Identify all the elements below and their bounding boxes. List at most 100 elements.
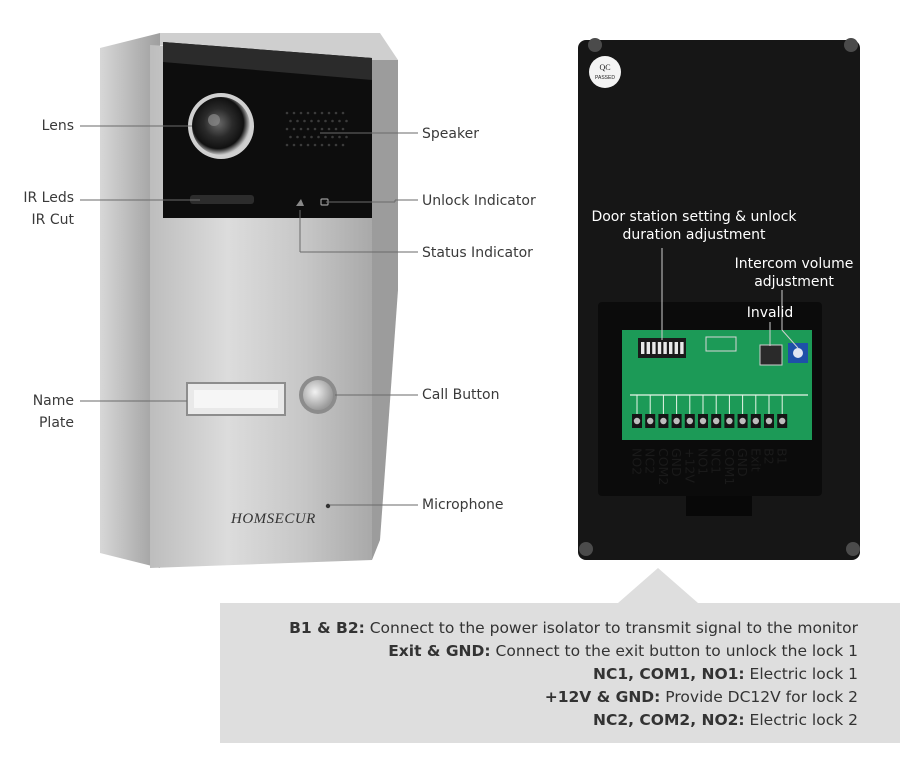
- dip-switch: [638, 338, 686, 358]
- label-volume-line2: adjustment: [754, 274, 834, 290]
- speaker-hole: [310, 119, 313, 123]
- wiring-term: B1 & B2:: [289, 619, 365, 637]
- corner-tab: [846, 542, 860, 556]
- terminal-screw[interactable]: [726, 417, 733, 425]
- terminal-screw[interactable]: [779, 417, 786, 425]
- speaker-hole: [285, 127, 289, 131]
- brand-logo: HOMSECUR: [230, 511, 316, 527]
- terminal-screw[interactable]: [699, 417, 707, 425]
- speaker-hole: [331, 119, 334, 123]
- speaker-hole: [292, 127, 296, 131]
- dip-key[interactable]: [646, 342, 650, 354]
- terminal-label: Exit: [748, 448, 763, 472]
- speaker-hole: [303, 119, 306, 123]
- wiring-description: Provide DC12V for lock 2: [660, 688, 858, 706]
- speaker-hole: [310, 135, 313, 139]
- speaker-hole: [338, 119, 341, 123]
- station-side-panel: [100, 33, 160, 568]
- microphone-hole: [325, 503, 331, 509]
- label-lens: Lens: [41, 118, 74, 134]
- wiring-term: +12V & GND:: [544, 688, 661, 706]
- label-name: Name: [32, 393, 74, 409]
- invalid-jumper: [759, 344, 783, 366]
- terminal-screw[interactable]: [752, 417, 759, 425]
- wiring-row: Exit & GND: Connect to the exit button t…: [289, 640, 858, 663]
- camera-glass-panel: [163, 42, 372, 218]
- wiring-list: B1 & B2: Connect to the power isolator t…: [289, 617, 858, 732]
- speaker-hole: [289, 135, 292, 139]
- wiring-row: NC2, COM2, NO2: Electric lock 2: [289, 709, 858, 732]
- wiring-term: Exit & GND:: [388, 642, 491, 660]
- speaker-hole: [285, 143, 289, 147]
- terminal-screw[interactable]: [765, 417, 773, 425]
- speaker-hole: [334, 111, 338, 115]
- speaker-hole: [324, 135, 327, 139]
- terminal-screw[interactable]: [739, 417, 746, 425]
- terminal-screw[interactable]: [647, 417, 654, 425]
- glass-reflection: [163, 42, 372, 80]
- label-speaker: Speaker: [422, 126, 479, 142]
- terminal-label: B2: [762, 448, 777, 465]
- name-plate-insert: [194, 390, 278, 408]
- speaker-hole: [345, 135, 348, 139]
- volume-knob-screw: [793, 348, 803, 358]
- corner-tab: [844, 38, 858, 52]
- call-button[interactable]: [303, 380, 333, 410]
- terminal-label: GND: [669, 448, 684, 477]
- speaker-hole: [341, 127, 345, 131]
- speaker-hole: [306, 143, 310, 147]
- speaker-hole: [334, 143, 338, 147]
- qc-sticker-subtext: PASSED: [595, 75, 615, 81]
- qc-sticker: [589, 56, 621, 88]
- camera-lens: [192, 97, 250, 155]
- dip-key[interactable]: [674, 342, 678, 354]
- speaker-hole: [341, 111, 345, 115]
- back-leader-lines: [661, 248, 799, 349]
- terminal-screw[interactable]: [686, 417, 693, 425]
- label-dip-line1: Door station setting & unlock: [591, 209, 797, 225]
- dip-key[interactable]: [641, 342, 645, 354]
- wiring-description: Connect to the power isolator to transmi…: [364, 619, 858, 637]
- station-top-cap: [160, 33, 398, 60]
- speaker-hole: [313, 127, 317, 131]
- dip-key[interactable]: [669, 342, 673, 354]
- label-volume-line1: Intercom volume: [734, 256, 854, 272]
- terminal-label: GND: [735, 448, 750, 477]
- dip-key[interactable]: [680, 342, 684, 354]
- pcb-connector: [705, 336, 737, 352]
- terminal-screw[interactable]: [633, 417, 641, 425]
- speaker-hole: [327, 111, 331, 115]
- speaker-hole: [324, 119, 327, 123]
- wiring-row: B1 & B2: Connect to the power isolator t…: [289, 617, 858, 640]
- wiring-row: +12V & GND: Provide DC12V for lock 2: [289, 686, 858, 709]
- speaker-hole: [317, 119, 320, 123]
- label-plate: Plate: [38, 415, 74, 431]
- lens-highlight: [208, 114, 220, 126]
- corner-tab: [579, 542, 593, 556]
- label-invalid: Invalid: [746, 305, 794, 321]
- speaker-hole: [320, 127, 324, 131]
- door-station-front: HOMSECUR: [100, 33, 398, 568]
- speaker-hole: [327, 143, 331, 147]
- wiring-row: NC1, COM1, NO1: Electric lock 1: [289, 663, 858, 686]
- speaker-hole: [289, 119, 292, 123]
- qc-sticker-text: QC: [599, 63, 610, 72]
- label-call-button: Call Button: [422, 387, 500, 403]
- terminal-screw[interactable]: [713, 417, 720, 425]
- speaker-hole: [296, 119, 299, 123]
- speaker-hole: [313, 111, 317, 115]
- speaker-hole: [327, 127, 331, 131]
- speaker-hole: [306, 127, 310, 131]
- speaker-grille: [285, 111, 348, 147]
- terminal-screw[interactable]: [673, 417, 680, 425]
- terminal-label: NO1: [696, 448, 711, 475]
- dip-key[interactable]: [657, 342, 662, 354]
- wiring-description: Connect to the exit button to unlock the…: [490, 642, 858, 660]
- speaker-hole: [320, 111, 324, 115]
- dip-key[interactable]: [652, 342, 656, 354]
- speaker-hole: [296, 135, 299, 139]
- terminal-screw[interactable]: [660, 417, 667, 425]
- dip-key[interactable]: [663, 342, 667, 354]
